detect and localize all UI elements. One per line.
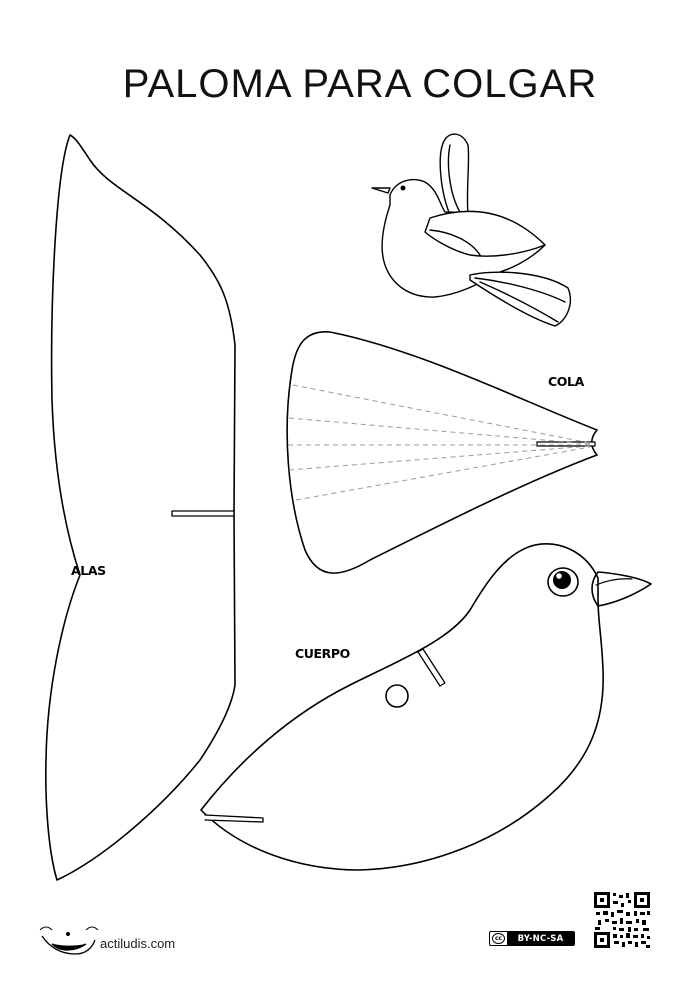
- footer-site-link[interactable]: actiludis.com: [100, 936, 176, 951]
- wings-slot: [171, 510, 235, 517]
- tail-outline: [286, 331, 598, 574]
- tail-slot: [536, 441, 596, 447]
- body-beak-line: [595, 578, 633, 586]
- body-tail-slot: [204, 814, 264, 823]
- body-beak: [591, 571, 652, 607]
- license-text: BY-NC-SA: [507, 932, 574, 945]
- actiludis-logo-icon: [39, 926, 99, 955]
- wings-outline: [45, 134, 236, 881]
- body-hanging-hole: [385, 684, 409, 708]
- body-eye-highlight: [556, 573, 562, 579]
- wings-waist: [80, 455, 121, 575]
- body-eye-pupil: [553, 571, 571, 589]
- license-badge[interactable]: cc BY-NC-SA: [489, 931, 575, 946]
- qr-code-icon: [594, 892, 650, 948]
- tail-fold-lines: [288, 384, 591, 501]
- page-title: PALOMA PARA COLGAR: [122, 62, 598, 106]
- creative-commons-icon: cc: [492, 933, 505, 944]
- body-wing-slot: [417, 648, 446, 687]
- assembled-dove-preview: [371, 133, 572, 327]
- label-tail: COLA: [548, 374, 584, 389]
- label-wings: ALAS: [71, 563, 106, 578]
- label-body: CUERPO: [295, 646, 350, 661]
